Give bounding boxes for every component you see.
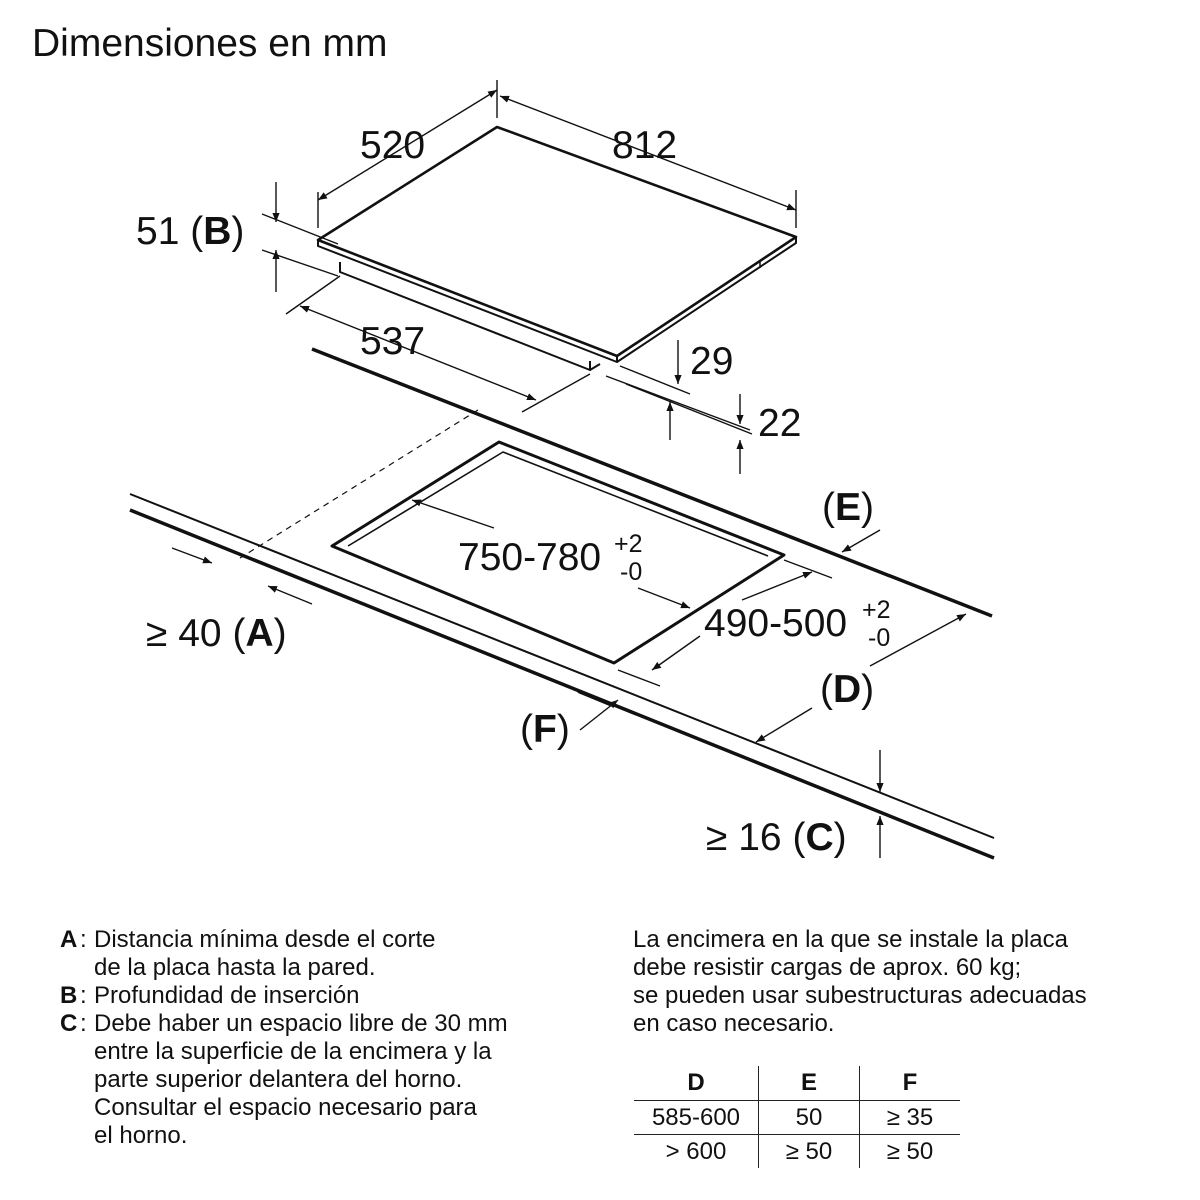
dim-750-780	[411, 499, 691, 609]
worktop	[129, 347, 995, 860]
svg-text:-0: -0	[868, 624, 890, 652]
legend-item-b: B: Profundidad de inserción	[60, 982, 360, 1009]
hob-glass-edge	[317, 240, 618, 363]
dim-490-500	[617, 559, 833, 687]
label-22: 22	[758, 402, 801, 445]
table-header-e: E	[758, 1066, 860, 1101]
clearance-table: D E F 585-600 50 ≥ 35 > 600 ≥ 50 ≥ 50	[634, 1066, 960, 1168]
dim-537	[285, 275, 591, 413]
dim-812	[499, 95, 797, 228]
table-header-f: F	[859, 1066, 960, 1101]
label-537: 537	[360, 320, 425, 363]
label-d: (D)	[820, 668, 874, 711]
table-row: > 600 ≥ 50 ≥ 50	[634, 1134, 960, 1168]
svg-text:+2: +2	[862, 596, 891, 624]
dim-e	[841, 529, 881, 553]
load-note: La encimera en la que se instale la plac…	[633, 926, 1087, 1037]
table-header-d: D	[634, 1066, 759, 1101]
label-a: ≥ 40 (A)	[146, 612, 287, 655]
label-c: ≥ 16 (C)	[706, 816, 847, 859]
label-490-500: 490-500 +2 -0	[704, 596, 891, 652]
label-f: (F)	[520, 708, 570, 751]
table-row: 585-600 50 ≥ 35	[634, 1100, 960, 1135]
svg-text:-0: -0	[620, 558, 642, 586]
dim-520	[317, 80, 498, 228]
dim-a	[171, 547, 313, 605]
label-e: (E)	[822, 486, 874, 529]
dim-f	[577, 691, 619, 731]
dim-d	[755, 613, 967, 743]
page-title: Dimensiones en mm	[32, 22, 388, 65]
worktop-front-edge-top	[129, 493, 995, 839]
worktop-front-edge-bottom	[129, 508, 995, 860]
legend-item-a: A: Distancia mínima desde el corte de la…	[60, 926, 436, 981]
cutout	[330, 440, 786, 665]
legend-item-c: C: Debe haber un espacio libre de 30 mm …	[60, 1010, 508, 1149]
dim-29-22	[605, 340, 753, 474]
legend: A: Distancia mínima desde el corte de la…	[60, 926, 508, 1150]
label-51-b: 51 (B)	[136, 210, 244, 253]
label-520: 520	[360, 124, 425, 167]
dim-51-b	[261, 182, 339, 292]
svg-text:750-780: 750-780	[458, 536, 601, 579]
svg-text:490-500: 490-500	[704, 602, 847, 645]
worktop-back-edge	[311, 347, 993, 618]
label-812: 812	[612, 124, 677, 167]
label-29: 29	[690, 340, 733, 383]
wall-dashed-line	[239, 409, 479, 559]
svg-text:+2: +2	[614, 530, 643, 558]
label-750-780: 750-780 +2 -0	[458, 530, 643, 586]
